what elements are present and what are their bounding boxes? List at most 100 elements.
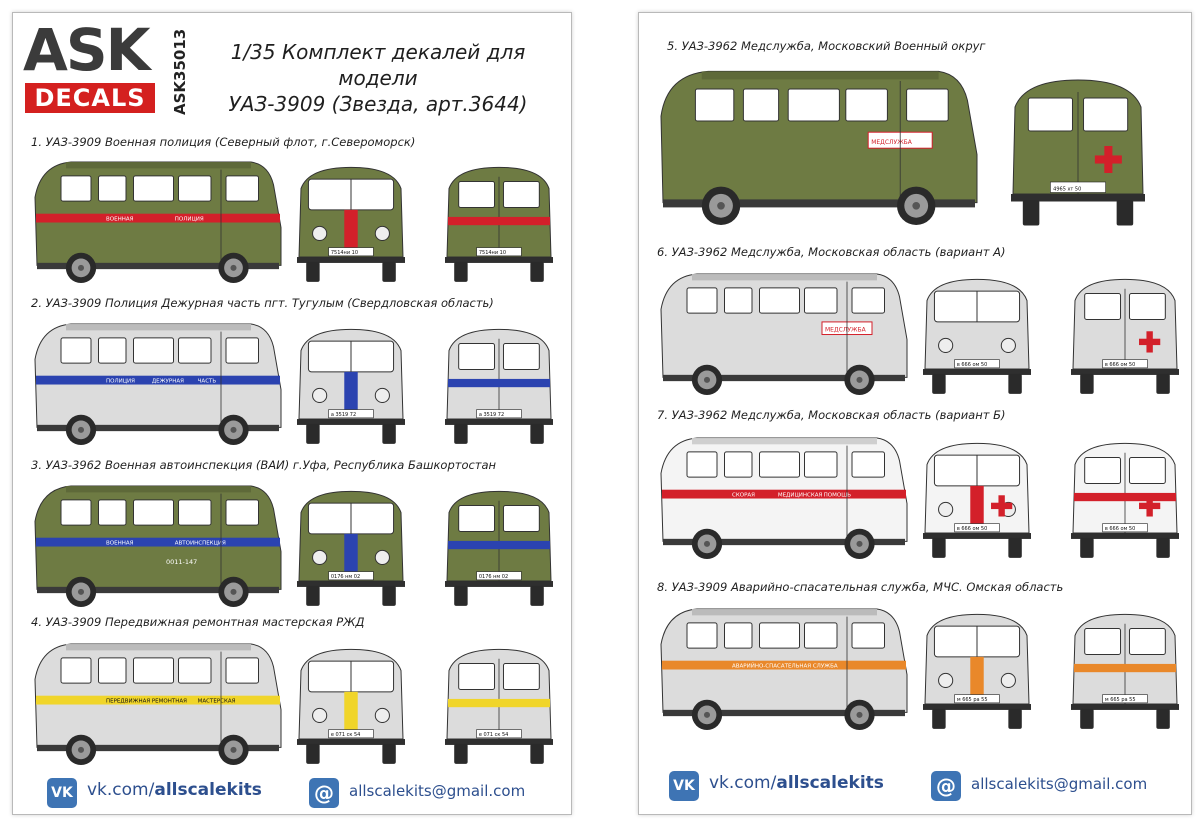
license-plate — [954, 523, 1000, 533]
stripe-text: ДЕЖУРНАЯ — [152, 379, 184, 385]
license-plate — [328, 571, 374, 581]
livery-stripe — [662, 489, 906, 499]
wheel-left — [1022, 200, 1040, 226]
bumper — [445, 739, 553, 745]
rear-window-right — [1128, 457, 1166, 484]
front-wheel — [218, 252, 249, 283]
email-icon: @ — [309, 778, 339, 808]
side-window — [851, 451, 885, 478]
side-window — [60, 657, 92, 684]
vk-link[interactable]: vk.com/allscalekits — [709, 773, 884, 793]
headlight-left — [312, 549, 328, 566]
stripe-text: ПОЛИЦИЯ — [175, 217, 204, 223]
bumper — [923, 369, 1031, 375]
email-link[interactable]: allscalekits@gmail.com — [971, 775, 1148, 793]
side-view: МЕДСЛУЖБА — [660, 70, 978, 225]
logo-sub: DECALS — [25, 83, 155, 113]
license-plate-text: в 666 ом 50 — [957, 362, 987, 368]
wheel-left — [306, 423, 320, 444]
license-plate-text: 0176 нм 02 — [331, 574, 360, 580]
side-window — [759, 622, 800, 649]
email-link[interactable]: allscalekits@gmail.com — [349, 782, 526, 800]
chassis — [663, 199, 975, 208]
chassis — [663, 374, 905, 382]
license-plate — [954, 694, 1000, 704]
bumper — [297, 739, 405, 745]
wheel-left — [454, 261, 468, 282]
rear-wheel — [65, 734, 97, 765]
rear-window-left — [1084, 628, 1122, 655]
license-plate — [328, 409, 374, 419]
bumper — [445, 581, 553, 587]
front-wheel — [844, 699, 875, 730]
side-window — [60, 337, 92, 364]
license-plate — [954, 359, 1000, 369]
hood-stripe — [344, 691, 358, 732]
livery-stripe — [36, 213, 280, 223]
chassis — [663, 709, 905, 717]
rear-window-right — [1083, 97, 1129, 132]
roof — [692, 438, 877, 445]
side-window — [787, 88, 840, 122]
license-plate — [1102, 694, 1148, 704]
side-window — [133, 337, 174, 364]
wheel-left — [454, 585, 468, 606]
side-window — [759, 287, 800, 314]
vk-prefix: vk.com/ — [87, 780, 155, 800]
livery-stripe — [448, 698, 550, 708]
side-window — [686, 451, 718, 478]
roof — [692, 609, 877, 616]
vk-icon: VK — [669, 771, 699, 801]
bumper — [1071, 369, 1179, 375]
side-window — [694, 88, 735, 122]
rear-window-right — [502, 663, 540, 690]
wheel-right — [1008, 373, 1022, 394]
side-window — [906, 88, 949, 122]
wheel-left — [454, 423, 468, 444]
side-window — [98, 657, 127, 684]
red-cross-h — [1139, 338, 1161, 346]
side-window — [225, 337, 259, 364]
front-wheel — [218, 734, 249, 765]
roof — [701, 71, 939, 80]
side-window — [686, 622, 718, 649]
wheel-left — [932, 373, 946, 394]
email-icon: @ — [931, 771, 961, 801]
wheel-right — [530, 423, 544, 444]
contacts-right: VK vk.com/allscalekits @ allscalekits@gm… — [669, 771, 1189, 807]
hood-stripe — [970, 485, 984, 526]
license-plate-text: е 071 ск 54 — [479, 732, 509, 738]
wheel-right — [382, 423, 396, 444]
wheel-right — [382, 743, 396, 764]
van-body — [34, 161, 282, 266]
vk-prefix: vk.com/ — [709, 773, 777, 793]
wheel-right — [530, 743, 544, 764]
headlight-left — [938, 672, 954, 689]
side-window — [742, 88, 780, 122]
license-plate-text: 7514ни 10 — [479, 250, 506, 256]
front-view: 7514ни 10 — [297, 166, 405, 282]
license-plate-text: м 665 ра 55 — [1105, 697, 1136, 703]
rear-window-left — [1084, 293, 1122, 320]
side-window — [133, 175, 174, 202]
rear-view: в 666 ом 50 — [1071, 442, 1179, 558]
rear-window-left — [1027, 97, 1073, 132]
rear-wheel — [691, 528, 723, 559]
chassis — [37, 744, 279, 752]
license-plate-text: а 3519 72 — [479, 412, 504, 418]
rear-window-left — [458, 663, 496, 690]
side-window — [851, 622, 885, 649]
bumper — [1071, 533, 1179, 539]
side-view: АВАРИЙНО-СПАСАТЕЛЬНАЯ СЛУЖБА — [660, 608, 908, 730]
side-view: МЕДСЛУЖБА — [660, 273, 908, 395]
bumper — [445, 419, 553, 425]
wheel-left — [306, 743, 320, 764]
product-sku: ASK35013 — [171, 28, 189, 116]
vk-link[interactable]: vk.com/allscalekits — [87, 780, 262, 800]
wheel-left — [306, 585, 320, 606]
